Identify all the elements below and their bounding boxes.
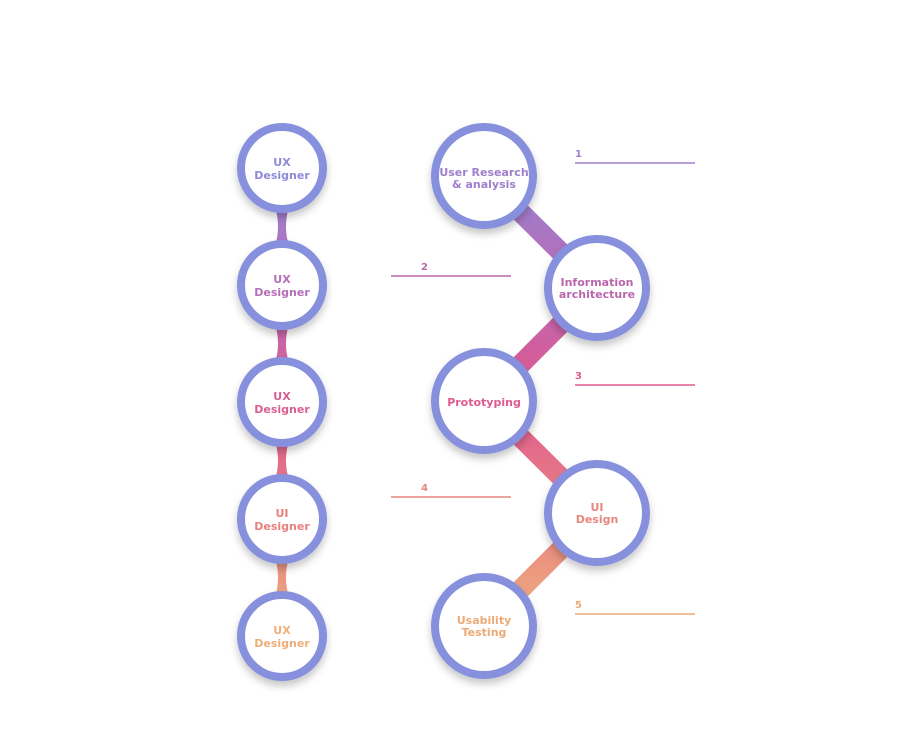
step-number: 5: [575, 600, 582, 611]
process-step-4: UI Design: [544, 460, 650, 566]
left-node: UX Designer: [237, 591, 327, 681]
left-node: UI Designer: [237, 474, 327, 564]
step-number: 4: [421, 483, 428, 494]
step-marker-3: 3: [575, 371, 695, 386]
left-node-ring: [237, 123, 327, 213]
process-step-line1: Usability: [457, 614, 512, 627]
process-step-ring: [431, 123, 537, 229]
process-step-ring: [544, 235, 650, 341]
left-node-line2: Designer: [254, 520, 310, 533]
left-connector: [275, 441, 289, 480]
process-step-line2: Design: [576, 513, 619, 526]
left-node: UX Designer: [237, 357, 327, 447]
left-connector: [275, 324, 289, 363]
step-marker-1: 1: [575, 149, 695, 164]
process-step-line1: UI: [590, 501, 603, 514]
process-step-ring: [431, 348, 537, 454]
left-node-line1: UX: [273, 390, 291, 403]
left-node: UX Designer: [237, 240, 327, 330]
process-step-2: Information architecture: [544, 235, 650, 341]
left-connector: [275, 207, 289, 246]
process-steps: User Research & analysis Information arc…: [431, 123, 650, 679]
step-marker-2: 2: [391, 262, 511, 277]
step-number: 2: [421, 262, 428, 273]
left-column-connectors: [275, 207, 289, 597]
left-connector: [275, 558, 289, 597]
process-step-line1: Prototyping: [447, 396, 521, 409]
step-number: 1: [575, 149, 582, 160]
process-step-line2: architecture: [559, 288, 635, 301]
left-node-line1: UX: [273, 156, 291, 169]
left-node-ring: [237, 474, 327, 564]
left-node-line2: Designer: [254, 403, 310, 416]
process-step-line2: Testing: [462, 626, 507, 639]
step-number: 3: [575, 371, 582, 382]
step-marker-5: 5: [575, 600, 695, 615]
process-step-line1: Information: [561, 276, 634, 289]
process-step-ring: [431, 573, 537, 679]
step-marker-4: 4: [391, 483, 511, 498]
left-node-line2: Designer: [254, 637, 310, 650]
left-node-line2: Designer: [254, 169, 310, 182]
process-step-line2: & analysis: [452, 178, 516, 191]
left-node-line1: UX: [273, 273, 291, 286]
left-node-ring: [237, 591, 327, 681]
process-step-5: Usability Testing: [431, 573, 537, 679]
step-markers: 1 2 3 4 5: [391, 149, 695, 615]
left-node-ring: [237, 357, 327, 447]
left-node-ring: [237, 240, 327, 330]
process-step-line1: User Research: [439, 166, 528, 179]
left-node-line1: UX: [273, 624, 291, 637]
process-step-ring: [544, 460, 650, 566]
left-column: UX Designer UX Designer UX Designer UI D…: [237, 123, 327, 681]
process-step-3: Prototyping: [431, 348, 537, 454]
process-step-1: User Research & analysis: [431, 123, 537, 229]
left-node-line2: Designer: [254, 286, 310, 299]
left-node: UX Designer: [237, 123, 327, 213]
left-node-line1: UI: [275, 507, 288, 520]
